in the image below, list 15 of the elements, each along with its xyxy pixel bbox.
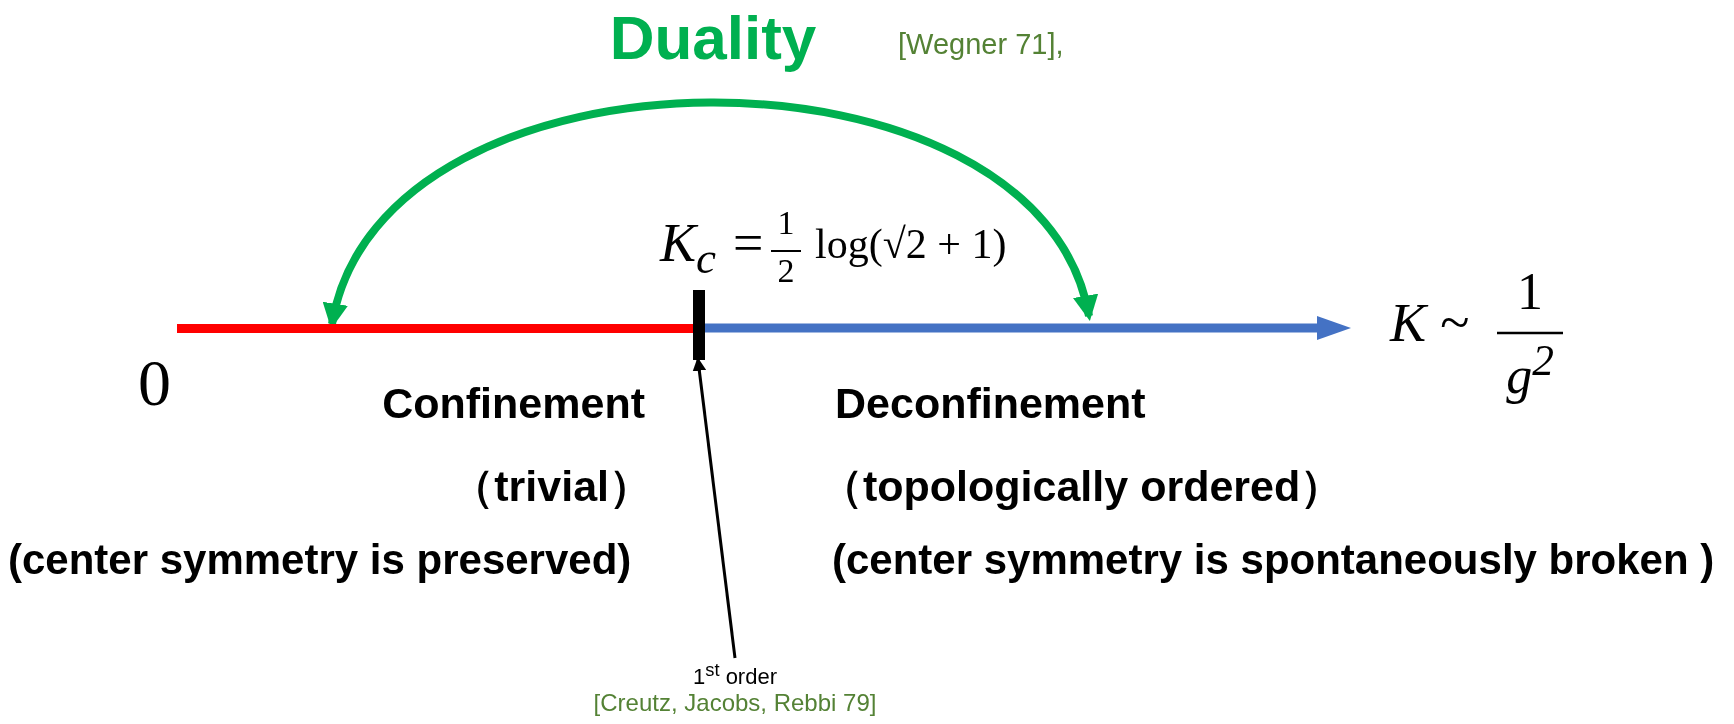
axis-label: g$^{2}$ xyxy=(1506,336,1554,407)
arrow xyxy=(692,357,737,659)
citation-text: [Wegner 71], xyxy=(898,28,1064,62)
axis-label: 1 xyxy=(1517,262,1543,322)
citation-text: [Creutz, Jacobs, Rebbi 79] xyxy=(592,689,878,717)
axis-origin-label: 0 xyxy=(138,345,171,421)
phase-description: (center symmetry is preserved) xyxy=(8,536,632,585)
axis-label: K ~ xyxy=(1390,292,1469,355)
note-text: 1$^{st}$ order xyxy=(692,660,778,690)
title: Duality xyxy=(609,2,817,74)
phase-description: （trivial） xyxy=(451,462,652,512)
phase-label: Confinement xyxy=(382,379,645,429)
phase-description: （topologically ordered） xyxy=(820,462,1344,512)
phase-label: Deconfinement xyxy=(835,379,1146,429)
phase-description: (center symmetry is spontaneously broken ) xyxy=(832,536,1715,585)
